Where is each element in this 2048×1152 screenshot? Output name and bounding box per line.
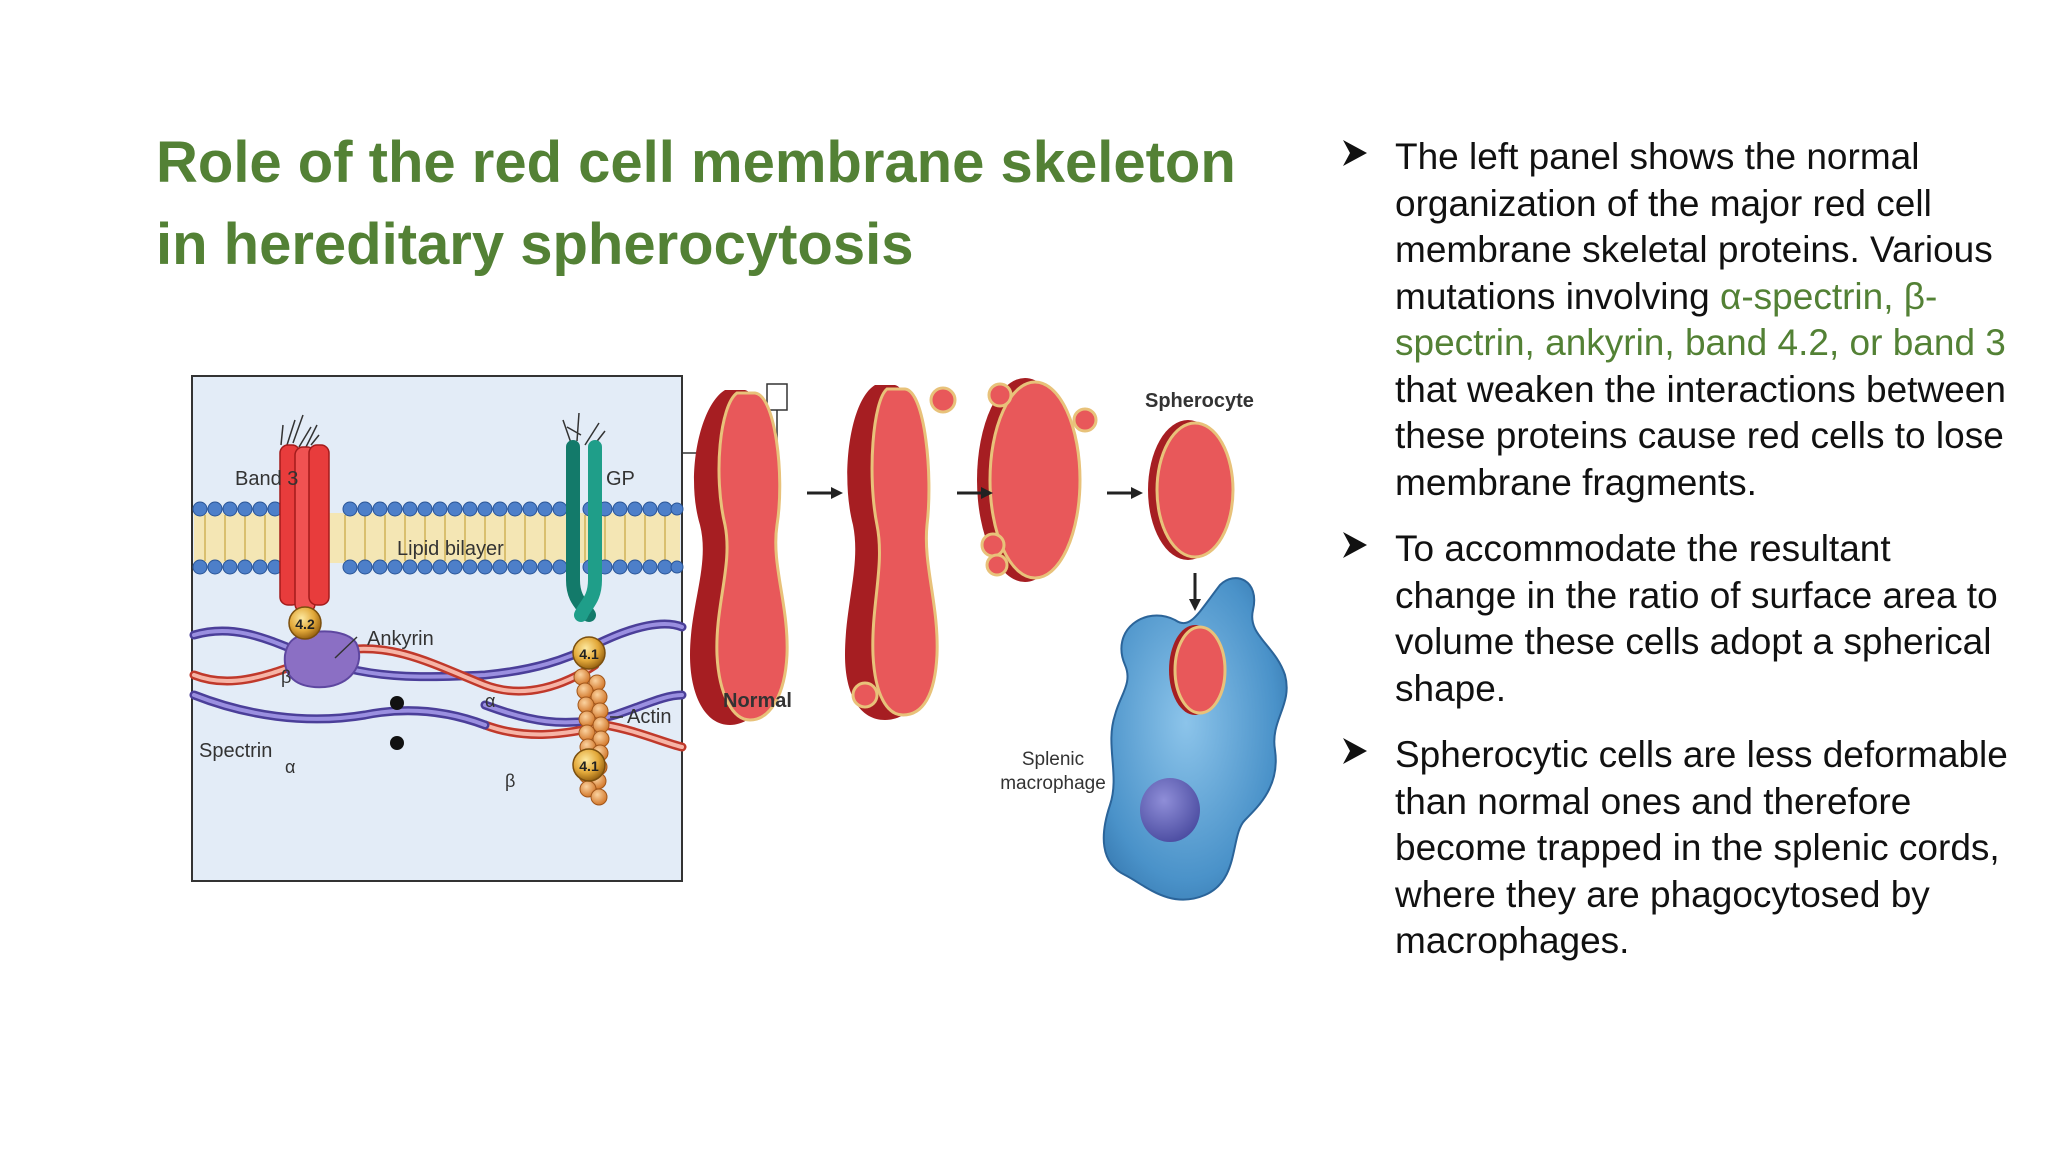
bullet-1-text-end: that weaken the interactions between the… <box>1395 368 2006 503</box>
band3-label: Band 3 <box>235 468 298 490</box>
splenic-label: Splenic <box>1022 749 1084 770</box>
normal-cell <box>690 390 789 725</box>
ankyrin-label: Ankyrin <box>367 628 434 650</box>
band41-label-top: 4.1 <box>579 646 599 662</box>
budding-cell <box>845 385 957 720</box>
band3-protein <box>279 414 330 613</box>
glycophorin-protein <box>562 412 606 622</box>
bullet-3-text: Spherocytic cells are less deformable th… <box>1395 734 2008 961</box>
bullet-item-3: Spherocytic cells are less deformable th… <box>1340 732 2020 965</box>
spherocyte-label: Spherocyte <box>1145 390 1254 412</box>
progression-arrows <box>807 487 1201 611</box>
bullet-2-text: To accommodate the resultant change in t… <box>1395 528 1998 709</box>
beta-label-2: β <box>505 771 515 791</box>
band41-protein-bottom <box>572 748 606 782</box>
macrophage-label: macrophage <box>1000 773 1106 794</box>
alpha-label-1: α <box>485 691 495 711</box>
arrowhead-bullet-icon <box>1343 532 1367 558</box>
normal-label: Normal <box>723 690 792 712</box>
membrane-skeleton-figure: Band 3 GP Lipid bilayer Ankyrin 4.2 4.1 … <box>185 365 1305 915</box>
beta-label-1: β <box>281 667 291 687</box>
arrowhead-bullet-icon <box>1343 738 1367 764</box>
cell-progression: Normal Spherocyte Splenic macrophage <box>690 378 1288 901</box>
band41-label-bottom: 4.1 <box>579 758 599 774</box>
alpha-label-2: α <box>285 757 295 777</box>
title-line-1: Role of the red cell membrane skeleton <box>156 130 1236 195</box>
bullet-item-1: The left panel shows the normal organiza… <box>1340 134 2020 506</box>
vesiculating-cell <box>977 378 1098 582</box>
spectrin-label: Spectrin <box>199 740 272 762</box>
gp-label: GP <box>606 468 635 490</box>
actin-label: Actin <box>627 706 671 728</box>
slide-title: Role of the red cell membrane skeleton i… <box>156 122 1316 286</box>
band42-protein <box>288 606 322 640</box>
splenic-macrophage <box>1102 577 1288 901</box>
membrane-panel: Band 3 GP Lipid bilayer Ankyrin 4.2 4.1 … <box>189 375 788 882</box>
bullet-1-text: The left panel shows the normal organiza… <box>1395 136 1993 317</box>
spherocyte-cell <box>1148 420 1235 560</box>
arrowhead-bullet-icon <box>1343 140 1367 166</box>
bullet-list: The left panel shows the normal organiza… <box>1340 134 2020 985</box>
bullet-1-highlight: α-spectrin, β-spectrin, ankyrin, band 4.… <box>1395 275 2006 364</box>
ankyrin-protein <box>283 630 361 689</box>
bullet-item-2: To accommodate the resultant change in t… <box>1340 526 2020 712</box>
lipid-bilayer-label: Lipid bilayer <box>397 538 504 560</box>
band41-protein-top <box>572 636 606 670</box>
band42-label: 4.2 <box>295 616 315 632</box>
title-line-2: in hereditary spherocytosis <box>156 212 914 277</box>
